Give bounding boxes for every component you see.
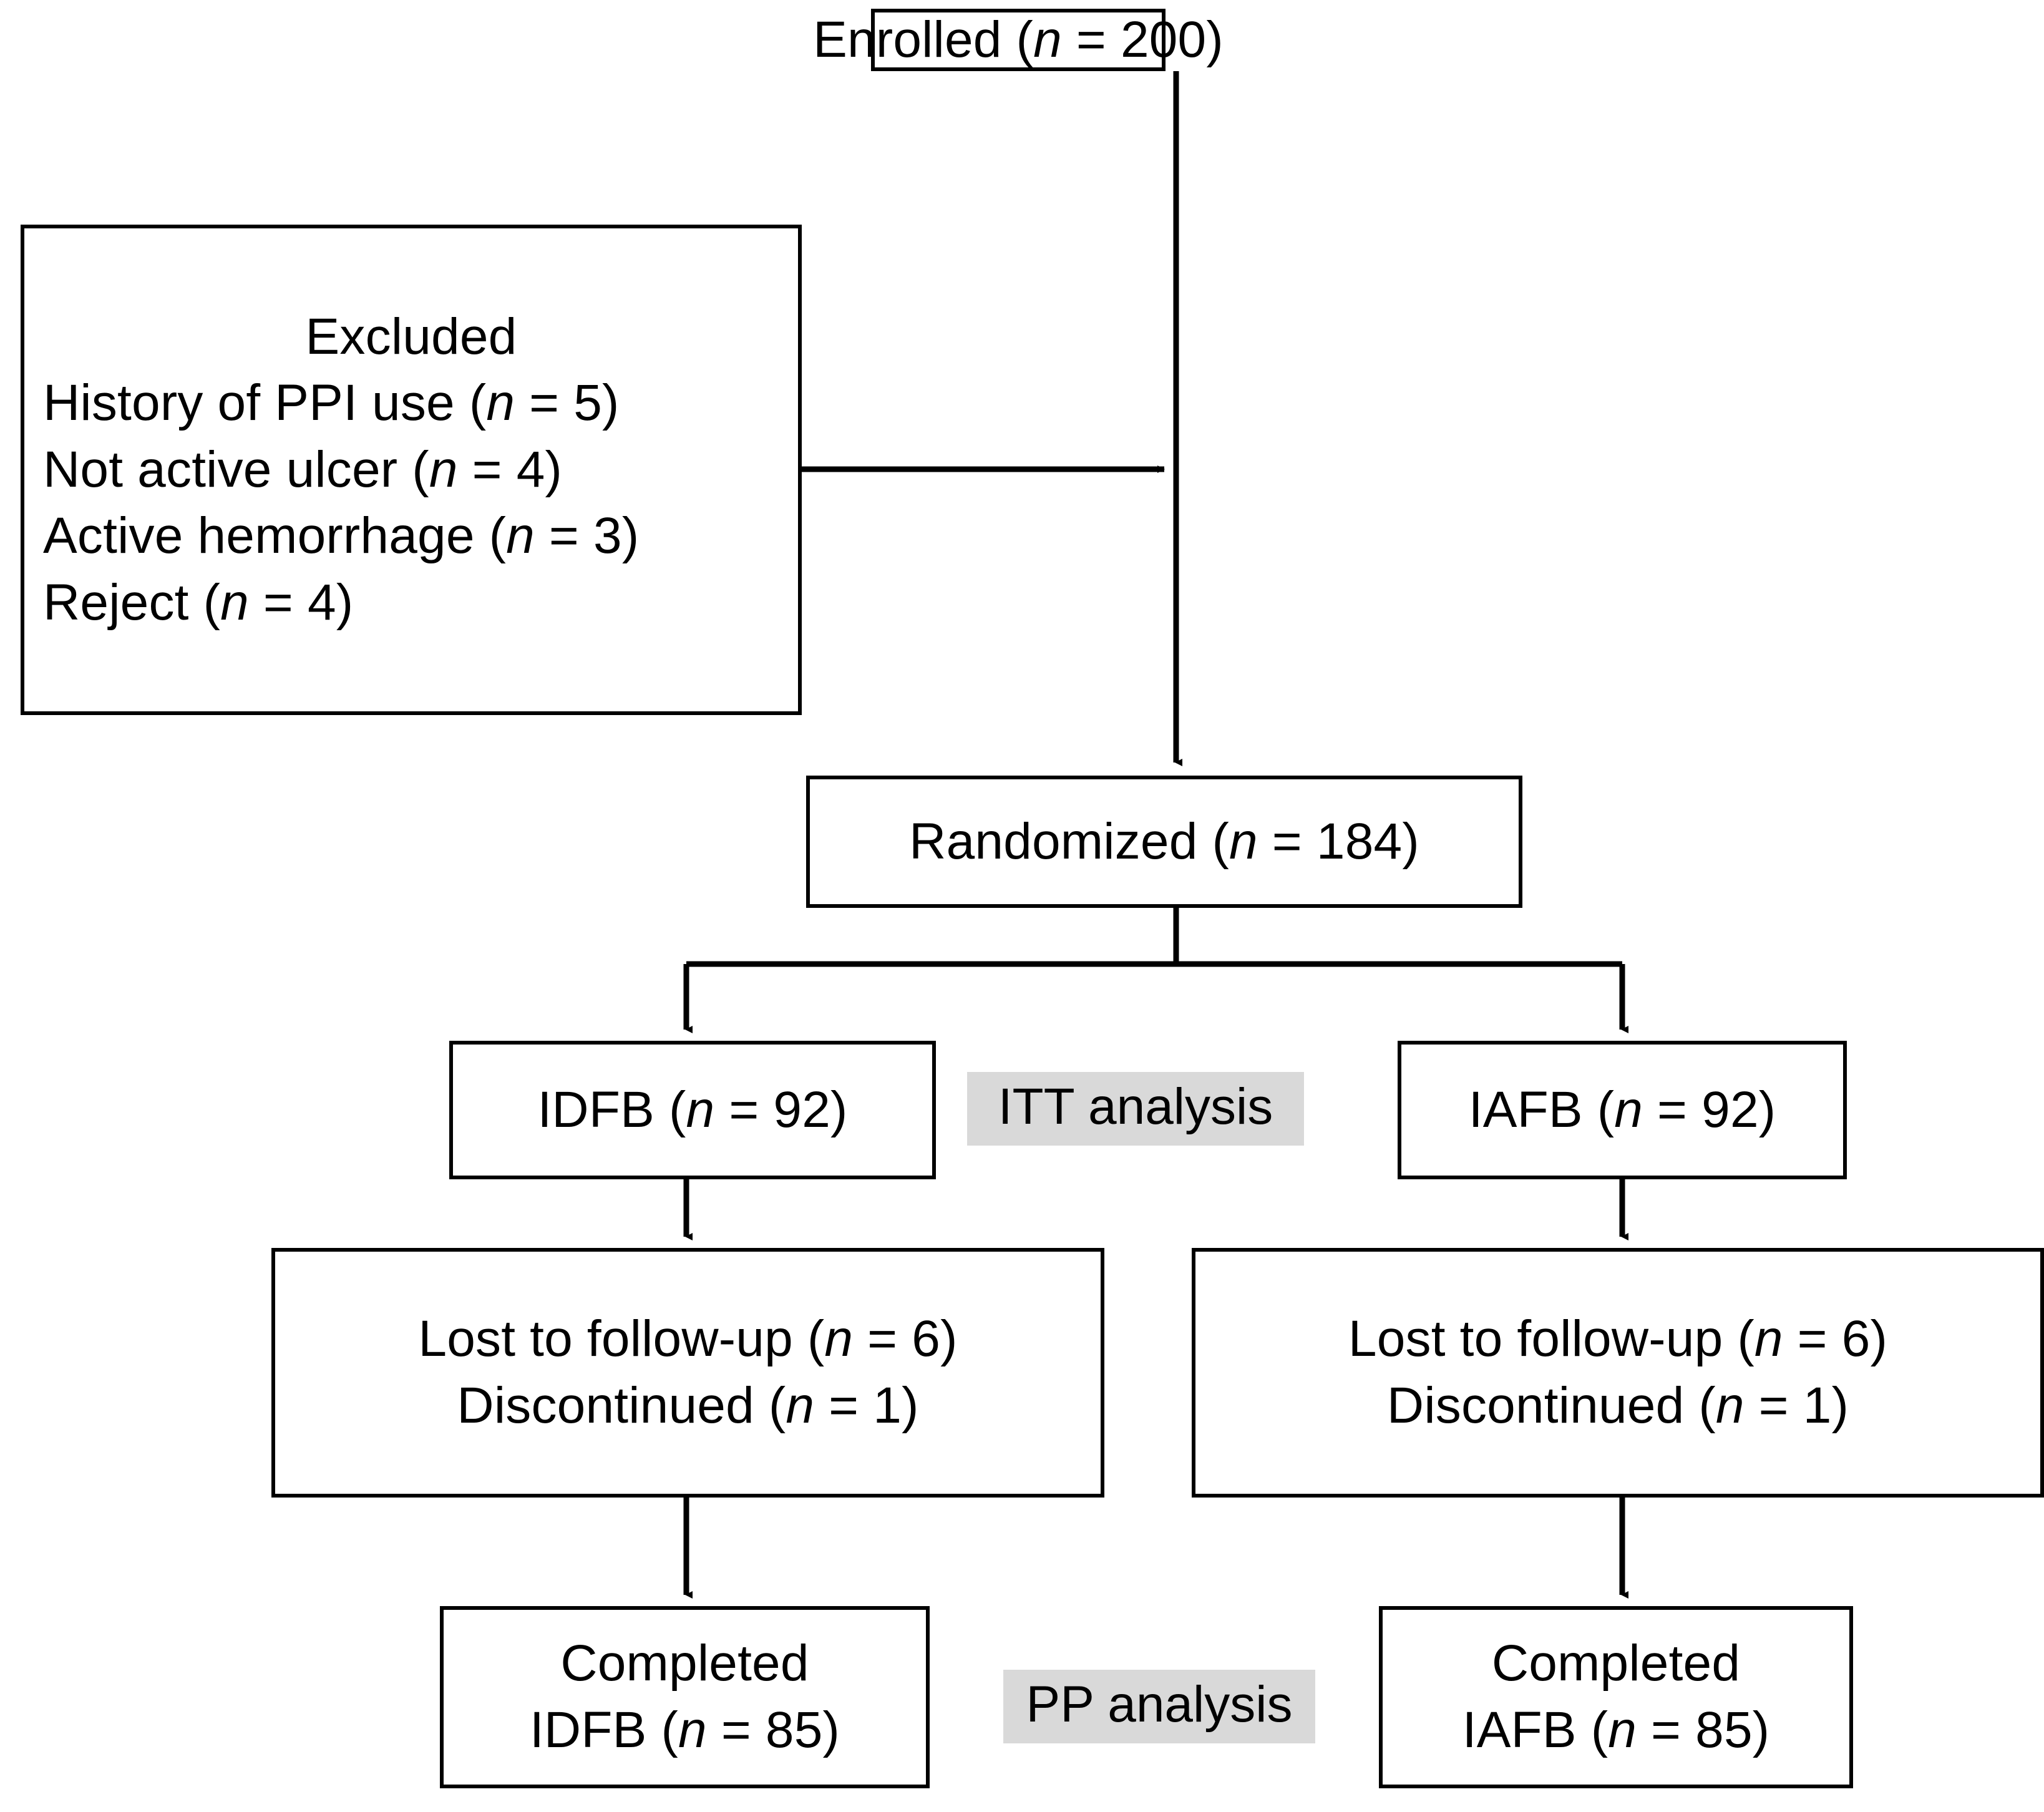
node-dropout-idfb: Lost to follow-up (n = 6) Discontinued (…: [271, 1248, 1104, 1498]
n-symbol: n: [1033, 11, 1062, 68]
node-excluded-item-reject: Reject (n = 4): [43, 573, 354, 631]
node-excluded-item-active-hemorrhage: Active hemorrhage (n = 3): [43, 507, 640, 565]
node-arm-idfb: IDFB (n = 92): [449, 1041, 936, 1179]
node-dropout-idfb-discontinued: Discontinued (n = 1): [457, 1377, 919, 1434]
annotation-itt-analysis: ITT analysis: [967, 1072, 1304, 1146]
n-symbol: n: [429, 441, 458, 498]
annotation-pp-analysis-text: PP analysis: [1026, 1676, 1293, 1733]
node-excluded-heading: Excluded: [305, 308, 517, 365]
node-dropout-iafb-lost: Lost to follow-up (n = 6): [1348, 1310, 1888, 1368]
n-symbol: n: [1229, 812, 1258, 870]
n-symbol: n: [486, 374, 515, 432]
node-enrolled: Enrolled (n = 200): [813, 9, 1224, 71]
node-dropout-idfb-lost: Lost to follow-up (n = 6): [418, 1310, 958, 1368]
node-arm-idfb-text: IDFB (n = 92): [537, 1081, 848, 1138]
annotation-pp-analysis: PP analysis: [1003, 1670, 1315, 1743]
annotation-itt-analysis-text: ITT analysis: [998, 1078, 1273, 1135]
node-arm-iafb: IAFB (n = 92): [1398, 1041, 1847, 1179]
node-randomized: Randomized (n = 184): [806, 776, 1522, 908]
node-completed-iafb: Completed IAFB (n = 85): [1379, 1606, 1853, 1788]
node-excluded-item-not-active-ulcer: Not active ulcer (n = 4): [43, 441, 563, 498]
node-completed-iafb-line2: IAFB (n = 85): [1462, 1702, 1770, 1758]
node-completed-iafb-line1: Completed: [1491, 1635, 1741, 1692]
n-symbol: n: [1715, 1377, 1745, 1434]
node-completed-idfb-line2: IDFB (n = 85): [529, 1702, 840, 1758]
n-symbol: n: [1754, 1310, 1783, 1368]
node-enrolled-text: Enrolled (n = 200): [813, 11, 1224, 68]
node-randomized-text: Randomized (n = 184): [909, 812, 1419, 870]
n-symbol: n: [506, 507, 535, 565]
node-dropout-iafb-discontinued: Discontinued (n = 1): [1386, 1377, 1849, 1434]
n-symbol: n: [824, 1310, 854, 1368]
n-symbol: n: [1608, 1702, 1637, 1758]
n-symbol: n: [1614, 1081, 1643, 1138]
n-symbol: n: [686, 1081, 715, 1138]
node-excluded: Excluded History of PPI use (n = 5) Not …: [21, 225, 802, 715]
n-symbol: n: [678, 1702, 707, 1758]
n-symbol: n: [786, 1377, 815, 1434]
node-excluded-item-history-ppi: History of PPI use (n = 5): [43, 374, 620, 432]
n-symbol: n: [220, 573, 249, 631]
node-completed-idfb: Completed IDFB (n = 85): [440, 1606, 930, 1788]
node-arm-iafb-text: IAFB (n = 92): [1468, 1081, 1776, 1138]
node-dropout-iafb: Lost to follow-up (n = 6) Discontinued (…: [1192, 1248, 2044, 1498]
node-completed-idfb-line1: Completed: [560, 1635, 809, 1692]
